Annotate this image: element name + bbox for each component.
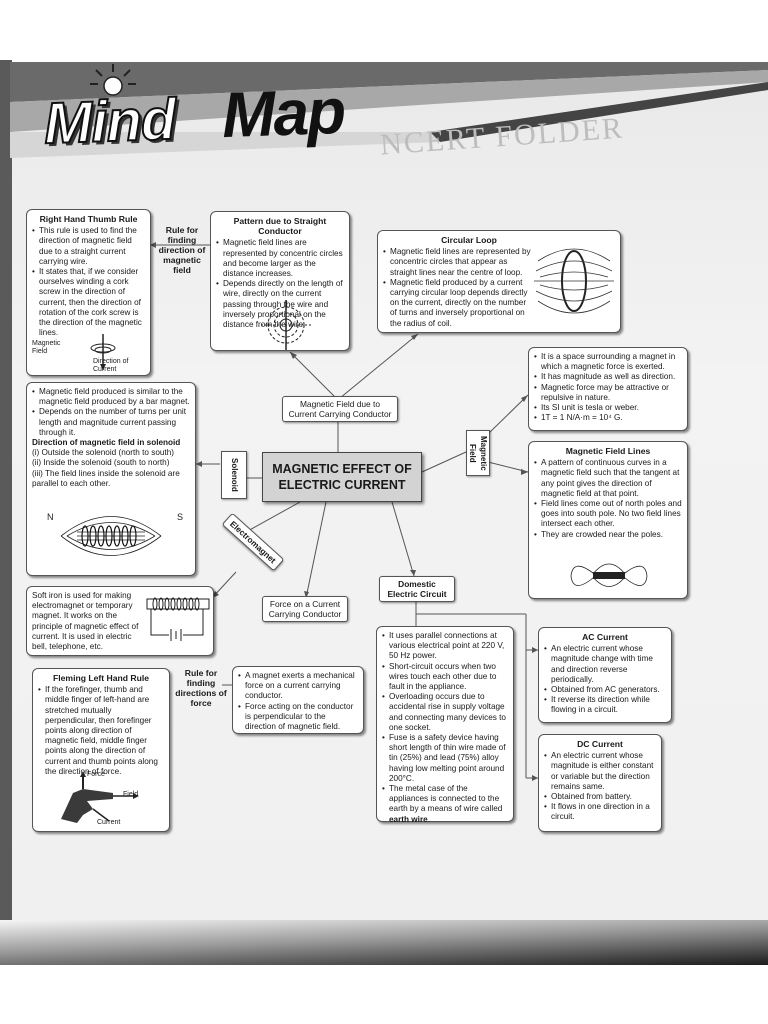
earth-wire-term: earth wire bbox=[389, 814, 428, 824]
list-item: Overloading occurs due to accidental ris… bbox=[382, 692, 508, 733]
list-item: An electric current whose magnitude chan… bbox=[544, 644, 666, 685]
north-pole-label: N bbox=[47, 512, 54, 522]
rule-for-force-label: Rule for finding directions of force bbox=[175, 668, 227, 708]
list-item: It is a space surrounding a magnet in wh… bbox=[534, 352, 682, 372]
straight-conductor-title: Pattern due to Straight Conductor bbox=[233, 216, 327, 237]
list-item: Depends on the number of turns per unit … bbox=[32, 407, 190, 438]
banner-stripes bbox=[10, 62, 768, 158]
south-pole-label: S bbox=[177, 512, 184, 522]
page-bottom-shadow bbox=[0, 920, 768, 965]
bar-magnet-field-diagram bbox=[570, 563, 648, 587]
list-item: They are crowded near the poles. bbox=[534, 530, 682, 540]
list-item: Short-circuit occurs when two wires touc… bbox=[382, 662, 508, 693]
list-item: Magnetic field lines are represented by … bbox=[383, 247, 533, 278]
tag-field-due-current: Magnetic Field due to Current Carrying C… bbox=[282, 396, 398, 422]
direction-current-label: Direction of Current bbox=[93, 358, 129, 373]
current-label: Current bbox=[97, 819, 121, 826]
list-item: The metal case of the appliances is conn… bbox=[382, 784, 508, 825]
solenoid-direction-line: (ii) Inside the solenoid (south to north… bbox=[32, 458, 170, 468]
list-item: A magnet exerts a mechanical force on a … bbox=[238, 671, 358, 702]
list-item: This rule is used to find the direction … bbox=[32, 226, 145, 267]
circular-loop-diagram bbox=[534, 248, 614, 314]
straight-conductor-box: Pattern due to Straight Conductor Magnet… bbox=[210, 211, 350, 351]
tag-solenoid: Solenoid bbox=[221, 451, 247, 499]
list-item: Magnetic field produced is similar to th… bbox=[32, 387, 190, 407]
list-item: Magnetic field produced by a current car… bbox=[383, 278, 533, 329]
earth-text: The metal case of the appliances is conn… bbox=[389, 784, 503, 814]
list-item: Its SI unit is tesla or weber. bbox=[534, 403, 682, 413]
force-label: Force bbox=[87, 771, 105, 778]
list-item: Depends directly on the length of wire, … bbox=[216, 279, 344, 330]
book-spine bbox=[0, 60, 12, 960]
electromagnet-text: Soft iron is used for making electromagn… bbox=[32, 591, 139, 652]
solenoid-direction-title: Direction of magnetic field in solenoid bbox=[32, 438, 181, 448]
tag-force-current: Force on a Current Carrying Conductor bbox=[262, 596, 348, 622]
circular-loop-title: Circular Loop bbox=[441, 235, 497, 245]
list-item: Magnetic force may be attractive or repu… bbox=[534, 383, 682, 403]
circular-loop-box: Circular Loop Magnetic field lines are r… bbox=[377, 230, 621, 333]
list-item: It has magnitude as well as direction. bbox=[534, 372, 682, 382]
tag-domestic-circuit: Domestic Electric Circuit bbox=[379, 576, 455, 602]
electromagnet-box: Soft iron is used for making electromagn… bbox=[26, 586, 214, 656]
dc-current-title: DC Current bbox=[577, 739, 623, 749]
rule-for-field-label: Rule for finding direction of magnetic f… bbox=[158, 225, 206, 275]
dc-current-box: DC Current An electric current whose mag… bbox=[538, 734, 662, 832]
electromagnet-diagram bbox=[146, 597, 210, 641]
domestic-circuit-box: It uses parallel connections at various … bbox=[376, 626, 514, 825]
list-item: Obtained from battery. bbox=[544, 792, 656, 802]
field-lines-box: Magnetic Field Lines A pattern of contin… bbox=[528, 441, 688, 599]
fleming-title: Fleming Left Hand Rule bbox=[53, 673, 149, 683]
field-label: Field bbox=[123, 791, 139, 798]
earth-text-end: . bbox=[427, 814, 430, 824]
thumb-rule-diagram bbox=[90, 334, 116, 370]
list-item: 1T = 1 N/A·m = 10⁴ G. bbox=[534, 413, 682, 423]
tag-magnetic-field: Magnetic Field bbox=[466, 430, 490, 476]
list-item: Obtained from AC generators. bbox=[544, 685, 666, 695]
list-item: It states that, if we consider ourselves… bbox=[32, 267, 145, 338]
list-item: Field lines come out of north poles and … bbox=[534, 499, 682, 530]
magnetic-field-label: Magnetic Field bbox=[32, 340, 61, 355]
list-item: A pattern of continuous curves in a magn… bbox=[534, 458, 682, 499]
list-item: It uses parallel connections at various … bbox=[382, 631, 508, 662]
ac-current-title: AC Current bbox=[582, 632, 628, 642]
magnetic-field-box: It is a space surrounding a magnet in wh… bbox=[528, 347, 688, 431]
left-hand-icon bbox=[61, 771, 139, 823]
list-item: If the forefinger, thumb and middle fing… bbox=[38, 685, 164, 777]
list-item: An electric current whose magnitude is e… bbox=[544, 751, 656, 792]
lightbulb-icon bbox=[90, 64, 136, 96]
list-item: Magnetic field lines are represented by … bbox=[216, 238, 344, 279]
list-item: Force acting on the conductor is perpend… bbox=[238, 702, 358, 733]
solenoid-direction-line: (i) Outside the solenoid (north to south… bbox=[32, 448, 174, 458]
right-hand-thumb-rule-box: Right Hand Thumb Rule This rule is used … bbox=[26, 209, 151, 376]
solenoid-box: Magnetic field produced is similar to th… bbox=[26, 382, 196, 576]
straight-conductor-diagram bbox=[261, 300, 311, 350]
solenoid-diagram bbox=[60, 516, 162, 556]
list-item: Fuse is a safety device having short len… bbox=[382, 733, 508, 784]
central-topic: MAGNETIC EFFECT OF ELECTRIC CURRENT bbox=[262, 452, 422, 502]
fleming-box: Fleming Left Hand Rule If the forefinger… bbox=[32, 668, 170, 832]
right-hand-thumb-rule-title: Right Hand Thumb Rule bbox=[39, 214, 138, 224]
force-box: A magnet exerts a mechanical force on a … bbox=[232, 666, 364, 734]
solenoid-direction-line: (iii) The field lines inside the solenoi… bbox=[32, 468, 180, 488]
list-item: It flows in one direction in a circuit. bbox=[544, 802, 656, 822]
ac-current-box: AC Current An electric current whose mag… bbox=[538, 627, 672, 723]
field-lines-title: Magnetic Field Lines bbox=[565, 446, 651, 456]
list-item: It reverse its direction while flowing i… bbox=[544, 695, 666, 715]
